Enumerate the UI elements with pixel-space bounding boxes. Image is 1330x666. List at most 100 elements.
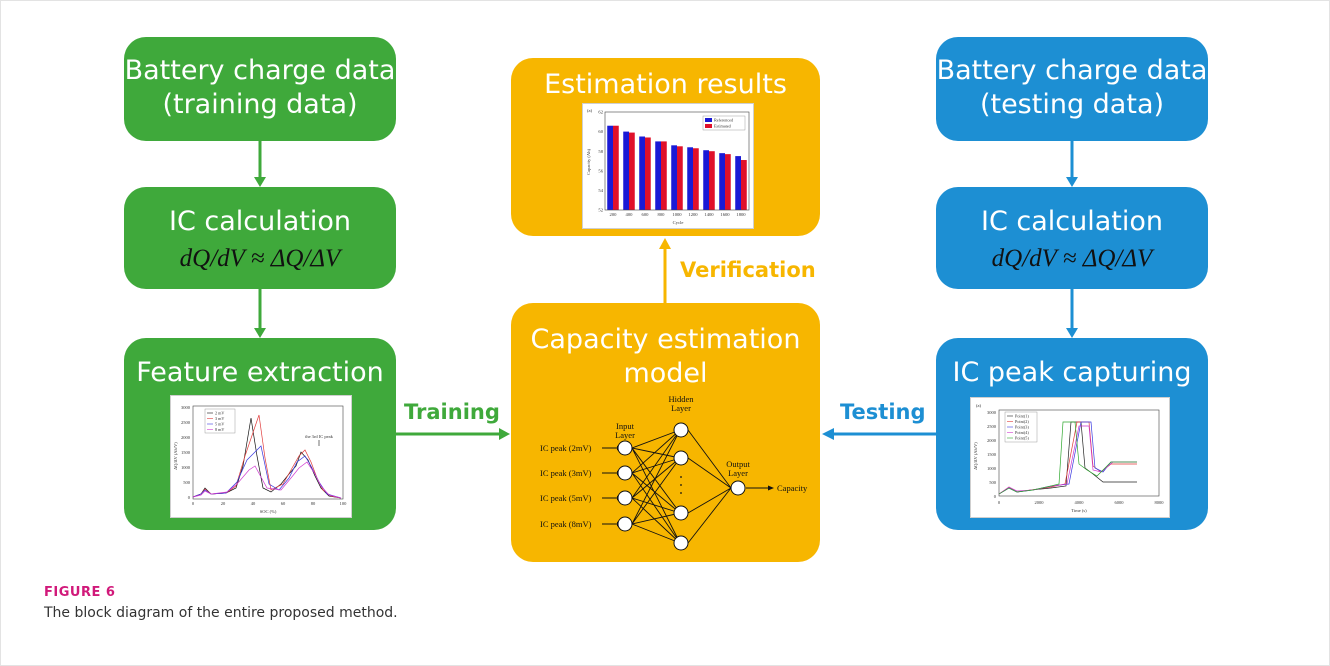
feature-extraction-chart: ΔQ/ΔV (Ah/V) 0 500 1000 1500 2000 2500 3… <box>170 395 352 518</box>
peak-ytick-0: 0 <box>994 494 997 499</box>
results-bar-referenced-1200 <box>687 147 693 210</box>
estimation-results-chart: (a) Capacity (Ah) Cycle 52 54 56 58 60 62 200… <box>582 103 754 229</box>
results-bar-referenced-800 <box>655 141 661 210</box>
input-node-4 <box>617 516 633 532</box>
results-ytick: 54 <box>598 188 603 193</box>
figure-caption: The block diagram of the entire proposed… <box>44 605 398 621</box>
input-label-5mv: IC peak (5mV) <box>540 493 592 503</box>
feature-xtick-2: 40 <box>251 501 256 506</box>
input-node-1 <box>617 440 633 456</box>
results-xtick: 200 <box>610 212 618 217</box>
peak-xtick-1: 2000 <box>1035 500 1045 505</box>
feature-legend-1: 3 mV <box>215 416 224 421</box>
arrow-head-train-2 <box>254 328 266 338</box>
ic-peak-capturing-chart: (a) ΔQ/ΔV (Ah/V) 0 500 1000 1500 2000 25… <box>970 397 1170 518</box>
input-label-2mv: IC peak (2mV) <box>540 443 592 453</box>
peak-xlabel: Time (s) <box>1071 508 1087 513</box>
results-ytick: 62 <box>598 110 603 115</box>
results-bar-estimated-1600 <box>725 154 731 210</box>
results-bar-estimated-1000 <box>677 146 683 210</box>
testing-charge-data-box: Battery charge data (testing data) <box>936 37 1208 141</box>
results-bar-estimated-400 <box>629 132 635 210</box>
results-ytick: 60 <box>598 129 603 134</box>
results-bar-referenced-1400 <box>703 150 709 210</box>
results-bar-estimated-800 <box>661 141 667 210</box>
results-xlabel: Cycle <box>673 220 684 225</box>
testing-label: Testing <box>840 400 926 424</box>
arrow-head-training <box>499 428 510 440</box>
arrow-head-test-2 <box>1066 328 1078 338</box>
peak-ytick-2: 1000 <box>987 466 997 471</box>
peak-xtick-2: 4000 <box>1075 500 1085 505</box>
results-ytick: 56 <box>598 168 603 173</box>
feature-legend-3: 8 mV <box>215 427 224 432</box>
feature-ytick-3: 1500 <box>181 450 191 455</box>
results-xtick: 400 <box>626 212 634 217</box>
hidden-layer-label-1: Hidden <box>668 394 694 404</box>
feature-xtick-0: 0 <box>192 501 195 506</box>
peak-ylabel: ΔQ/ΔV (Ah/V) <box>973 442 978 470</box>
peak-legend-3: Point(4) <box>1015 430 1029 435</box>
feature-legend-0: 2 mV <box>215 411 224 416</box>
training-charge-data-line2: (training data) <box>162 89 358 120</box>
results-legend-estimated: Estimated <box>714 124 732 129</box>
results-panel-label: (a) <box>587 108 593 113</box>
results-bar-referenced-400 <box>623 131 629 210</box>
input-layer-label-2: Layer <box>615 430 635 440</box>
results-xtick: 1400 <box>704 212 714 217</box>
hidden-node-2 <box>673 450 689 466</box>
input-label-8mv: IC peak (8mV) <box>540 519 592 529</box>
feature-ylabel: ΔQ/ΔV (Ah/V) <box>173 442 178 470</box>
results-legend-referenced: Referenced <box>714 118 734 123</box>
feature-ytick-1: 500 <box>183 480 191 485</box>
feature-ytick-6: 3000 <box>181 405 191 410</box>
training-charge-data-box: Battery charge data (training data) <box>124 37 396 141</box>
training-formula: dQ/dV ≈ ΔQ/ΔV <box>179 245 341 272</box>
peak-xtick-4: 8000 <box>1155 500 1165 505</box>
peak-legend-0: Point(1) <box>1015 414 1029 419</box>
neural-network-diagram: Input Layer Hidden Layer Output Layer IC… <box>540 394 808 551</box>
feature-ytick-2: 1000 <box>181 465 191 470</box>
results-xtick: 1200 <box>688 212 698 217</box>
results-bar-estimated-1400 <box>709 151 715 210</box>
results-legend-swatch-estimated <box>705 124 712 128</box>
results-xtick: 1000 <box>672 212 682 217</box>
results-ylabel: Capacity (Ah) <box>586 148 591 175</box>
results-bar-estimated-1200 <box>693 148 699 210</box>
training-charge-data-line1: Battery charge data <box>124 55 396 86</box>
hidden-node-4 <box>673 535 689 551</box>
results-legend-swatch-referenced <box>705 118 712 122</box>
arrow-head-testing <box>822 428 834 440</box>
feature-xtick-4: 80 <box>311 501 316 506</box>
results-ytick: 52 <box>598 208 603 213</box>
training-ic-calculation-box: IC calculation dQ/dV ≈ ΔQ/ΔV <box>124 187 396 289</box>
results-bar-referenced-1000 <box>671 145 677 210</box>
output-layer-label-2: Layer <box>728 468 748 478</box>
hidden-node-3 <box>673 505 689 521</box>
figure-label: FIGURE 6 <box>44 585 116 600</box>
feature-ytick-5: 2500 <box>181 420 191 425</box>
peak-xtick-0: 0 <box>998 500 1001 505</box>
peak-xtick-3: 6000 <box>1115 500 1125 505</box>
peak-ytick-1: 500 <box>989 480 997 485</box>
feature-xtick-3: 60 <box>281 501 286 506</box>
results-xtick: 800 <box>658 212 666 217</box>
peak-ytick-3: 1500 <box>987 452 997 457</box>
peak-ytick-5: 2500 <box>987 424 997 429</box>
feature-ytick-0: 0 <box>188 495 191 500</box>
results-bar-estimated-1800 <box>741 160 747 210</box>
testing-charge-data-line2: (testing data) <box>979 89 1165 120</box>
results-bar-referenced-600 <box>639 136 645 210</box>
peak-legend-1: Point(2) <box>1015 419 1029 424</box>
feature-xtick-1: 20 <box>221 501 226 506</box>
hidden-node-1 <box>673 422 689 438</box>
results-ytick: 58 <box>598 149 603 154</box>
results-bar-estimated-600 <box>645 137 651 210</box>
feature-curve-8mv <box>192 461 342 499</box>
feature-extraction-title: Feature extraction <box>136 357 384 388</box>
peak-legend-2: Point(3) <box>1015 425 1029 430</box>
feature-legend-2: 5 mV <box>215 422 224 427</box>
output-label-capacity: Capacity <box>777 483 808 493</box>
output-node <box>730 480 746 496</box>
capacity-estimation-model-box: Capacity estimation model <box>511 303 820 562</box>
